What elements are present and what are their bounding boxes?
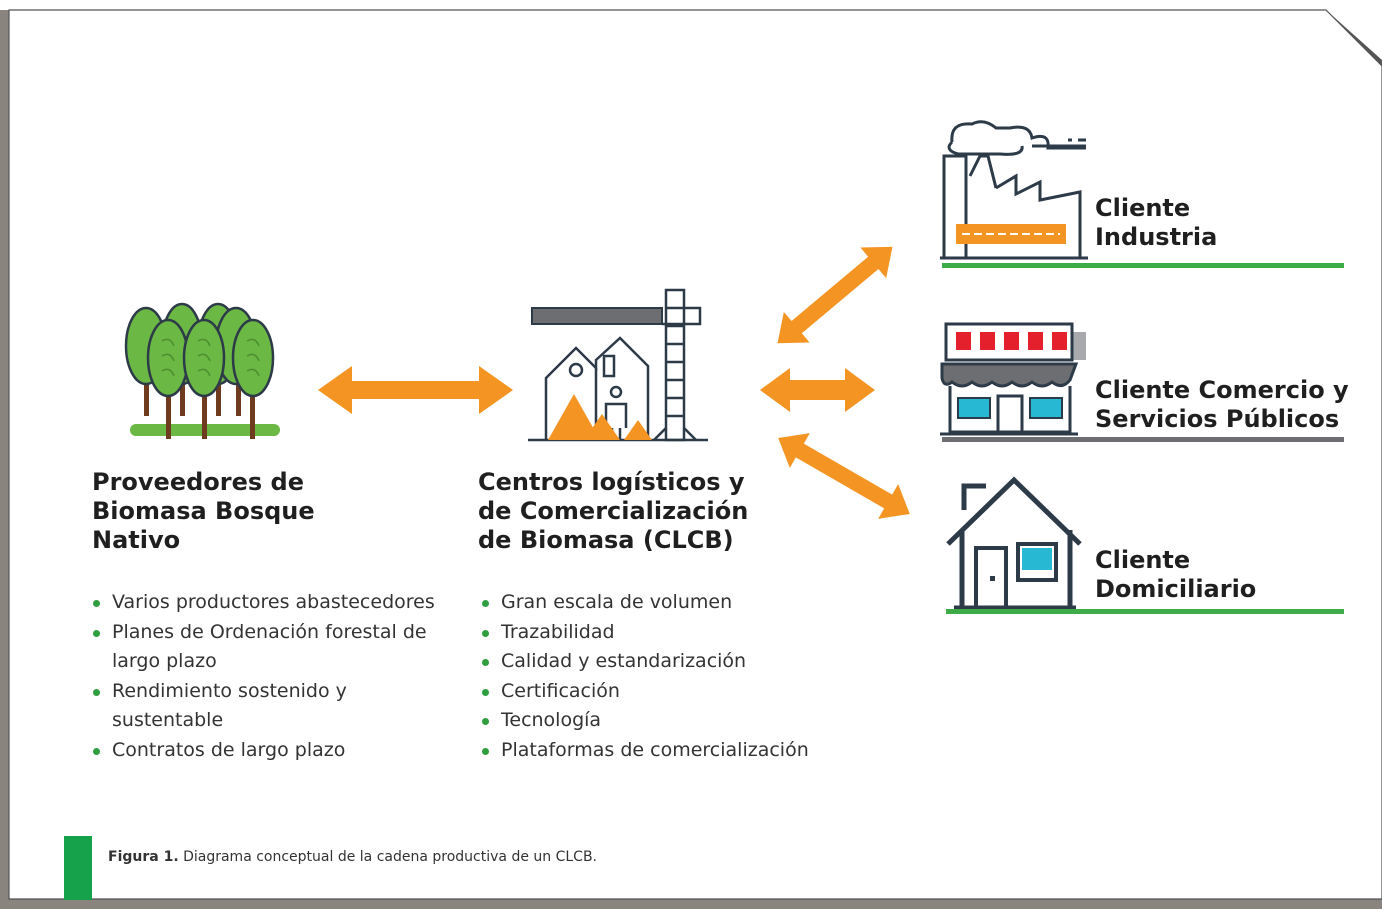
- client-industry-label: Cliente Industria: [1095, 194, 1217, 252]
- figure-caption: Figura 1. Diagrama conceptual de la cade…: [108, 849, 597, 865]
- house-icon: [946, 476, 1082, 611]
- client-home-underline: [946, 609, 1344, 614]
- list-item: Gran escala de volumen: [481, 588, 861, 618]
- list-item: Calidad y estandarización: [481, 647, 861, 677]
- arrow-to-industry-icon: [777, 246, 893, 344]
- client-label-line: Cliente: [1095, 546, 1191, 574]
- caption-green-bar: [64, 836, 92, 900]
- client-label-line: Cliente Comercio y: [1095, 376, 1349, 404]
- client-home-label: Cliente Domiciliario: [1095, 546, 1256, 604]
- factory-icon: [940, 120, 1088, 260]
- center-title: Centros logísticos y de Comercialización…: [478, 468, 798, 555]
- arrow-to-commerce-icon: [760, 368, 875, 412]
- list-item: Planes de Ordenación forestal de largo p…: [92, 618, 452, 677]
- list-item: Rendimiento sostenido y sustentable: [92, 677, 362, 736]
- suppliers-title-line: Biomasa Bosque: [92, 497, 315, 525]
- list-item: Trazabilidad: [481, 618, 861, 648]
- suppliers-title-line: Proveedores de: [92, 468, 304, 496]
- storefront-icon: [940, 322, 1086, 436]
- double-arrow-icon: [318, 366, 513, 414]
- suppliers-bullet-list: Varios productores abastecedores Planes …: [92, 588, 452, 765]
- client-label-line: Domiciliario: [1095, 575, 1257, 603]
- arrow-to-home-icon: [778, 433, 910, 519]
- suppliers-title-line: Nativo: [92, 526, 181, 554]
- caption-text: Diagrama conceptual de la cadena product…: [178, 849, 597, 865]
- list-item: Plataformas de comercialización: [481, 736, 861, 766]
- caption-label: Figura 1.: [108, 849, 179, 865]
- center-bullet-list: Gran escala de volumen Trazabilidad Cali…: [481, 588, 861, 765]
- list-item: Tecnología: [481, 706, 861, 736]
- list-item: Varios productores abastecedores: [92, 588, 452, 618]
- center-title-line: de Comercialización: [478, 497, 749, 525]
- client-commerce-underline: [942, 437, 1344, 442]
- trees-icon: [124, 302, 280, 439]
- client-label-line: Cliente: [1095, 194, 1191, 222]
- client-industry-underline: [942, 263, 1344, 268]
- center-title-line: Centros logísticos y: [478, 468, 745, 496]
- list-item: Certificación: [481, 677, 861, 707]
- client-commerce-label: Cliente Comercio y Servicios Públicos: [1095, 376, 1349, 434]
- logistics-center-icon: [528, 288, 708, 442]
- client-label-line: Servicios Públicos: [1095, 405, 1340, 433]
- client-label-line: Industria: [1095, 223, 1218, 251]
- center-title-line: de Biomasa (CLCB): [478, 526, 734, 554]
- list-item: Contratos de largo plazo: [92, 736, 452, 766]
- suppliers-title: Proveedores de Biomasa Bosque Nativo: [92, 468, 392, 555]
